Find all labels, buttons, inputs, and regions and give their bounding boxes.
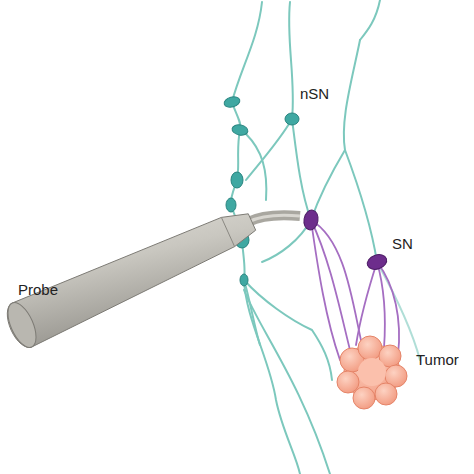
lymph-vessels (231, 0, 420, 474)
part-label: Probe (18, 282, 58, 299)
gamma-probe (2, 214, 300, 352)
tumor-mass (337, 336, 407, 409)
part-label: nSN (300, 86, 329, 103)
sentinel-nodes (302, 209, 388, 272)
sentinel-vessels (311, 220, 399, 360)
lymph-nodes (223, 95, 299, 286)
part-label: Tumor (416, 352, 459, 369)
part-label: SN (392, 236, 413, 253)
